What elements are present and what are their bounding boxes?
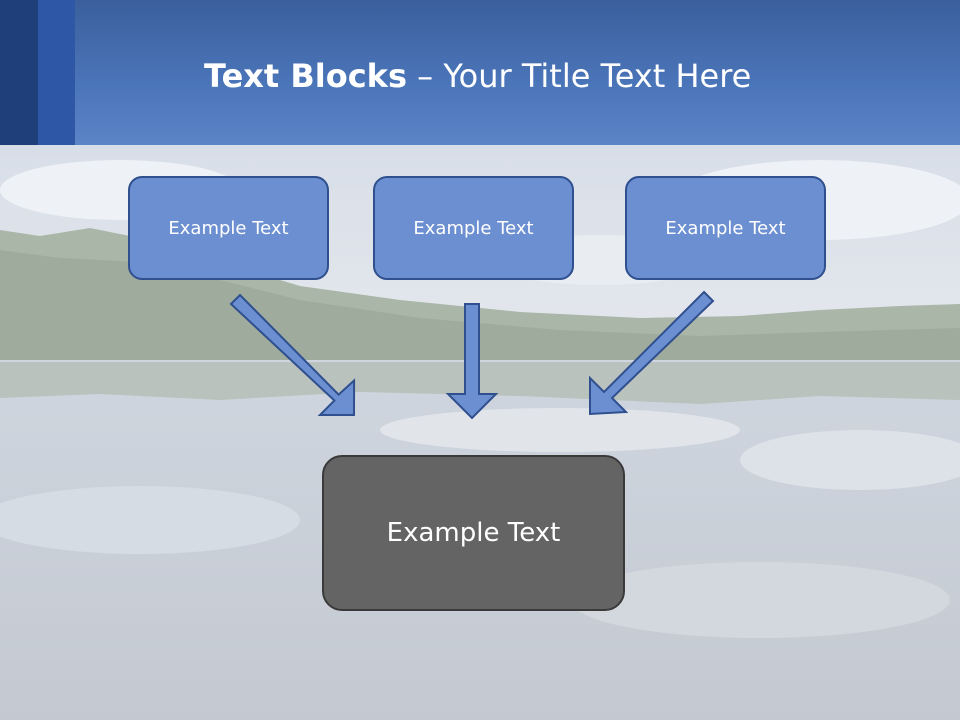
slide-title: Text Blocks – Your Title Text Here [204,52,751,100]
title-rest: Your Title Text Here [443,57,752,95]
title-bold: Text Blocks [204,57,407,95]
title-bar: Text Blocks – Your Title Text Here [0,0,960,145]
result-block: Example Text [322,455,625,611]
text-block-1-label: Example Text [168,217,289,239]
text-block-1: Example Text [128,176,329,280]
header-stripe-dark [0,0,38,145]
text-block-3-label: Example Text [665,217,786,239]
text-block-2-label: Example Text [413,217,534,239]
result-block-label: Example Text [386,518,561,548]
text-block-3: Example Text [625,176,826,280]
title-dash: – [407,57,444,95]
header-stripe-light [38,0,75,145]
text-block-2: Example Text [373,176,574,280]
